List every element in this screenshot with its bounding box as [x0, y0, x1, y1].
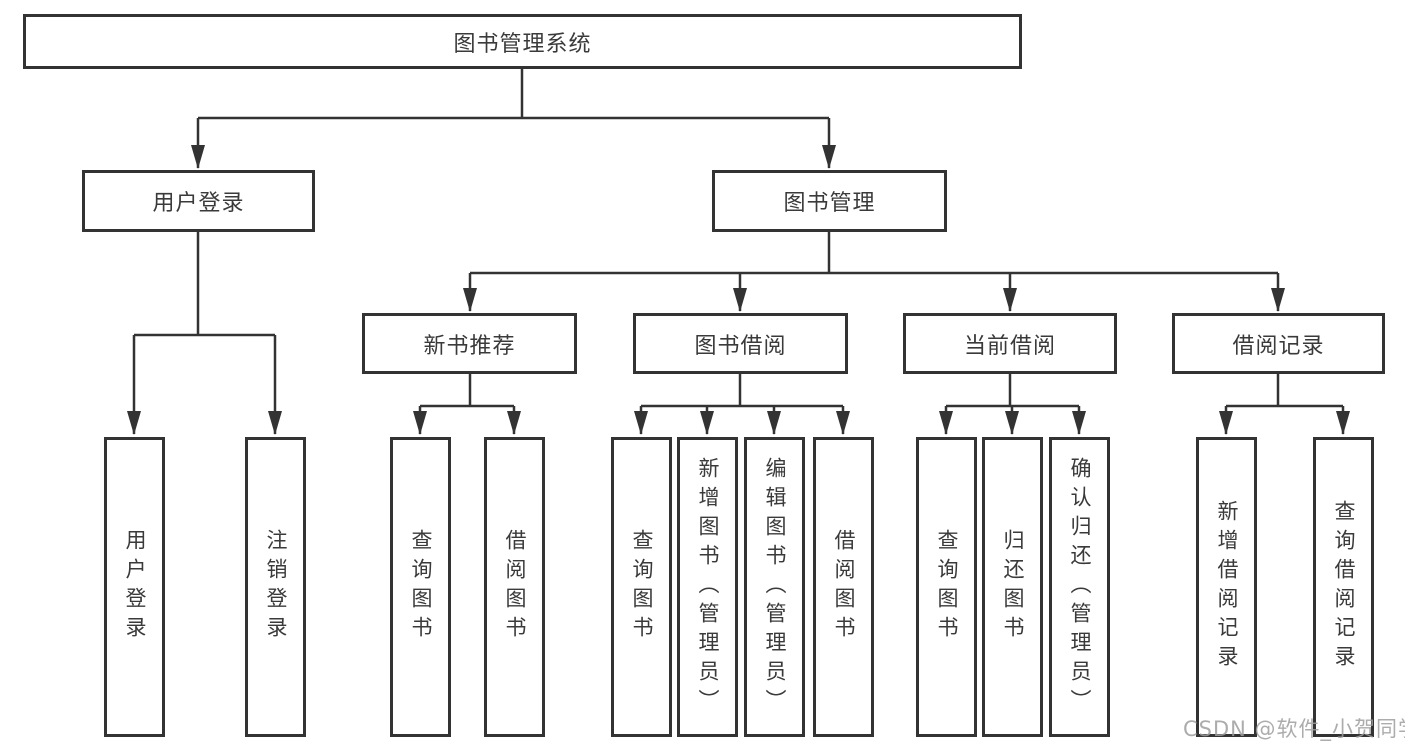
- leaf-query-books-current: 查询图书: [916, 437, 977, 737]
- node-book-borrow: 图书借阅: [633, 313, 848, 374]
- node-book-management: 图书管理: [712, 170, 947, 232]
- node-new-book-recommend: 新书推荐: [362, 313, 577, 374]
- leaf-user-login: 用户登录: [104, 437, 165, 737]
- leaf-confirm-return-admin: 确认归还（管理员）: [1049, 437, 1110, 737]
- leaf-add-borrow-record: 新增借阅记录: [1196, 437, 1257, 737]
- node-user-login: 用户登录: [82, 170, 315, 232]
- node-current-borrow: 当前借阅: [903, 313, 1117, 374]
- leaf-borrow-books-recommend: 借阅图书: [484, 437, 545, 737]
- leaf-query-books-recommend: 查询图书: [390, 437, 451, 737]
- csdn-watermark: CSDN @软件_小贺同学: [1183, 717, 1405, 741]
- leaf-borrow-books: 借阅图书: [813, 437, 874, 737]
- leaf-query-books-borrow: 查询图书: [611, 437, 672, 737]
- leaf-edit-books-admin: 编辑图书（管理员）: [744, 437, 805, 737]
- node-borrow-records: 借阅记录: [1172, 313, 1385, 374]
- leaf-return-books: 归还图书: [982, 437, 1043, 737]
- leaf-logout: 注销登录: [245, 437, 306, 737]
- leaf-add-books-admin: 新增图书（管理员）: [677, 437, 738, 737]
- leaf-query-borrow-record: 查询借阅记录: [1313, 437, 1374, 737]
- node-root-system: 图书管理系统: [23, 14, 1022, 69]
